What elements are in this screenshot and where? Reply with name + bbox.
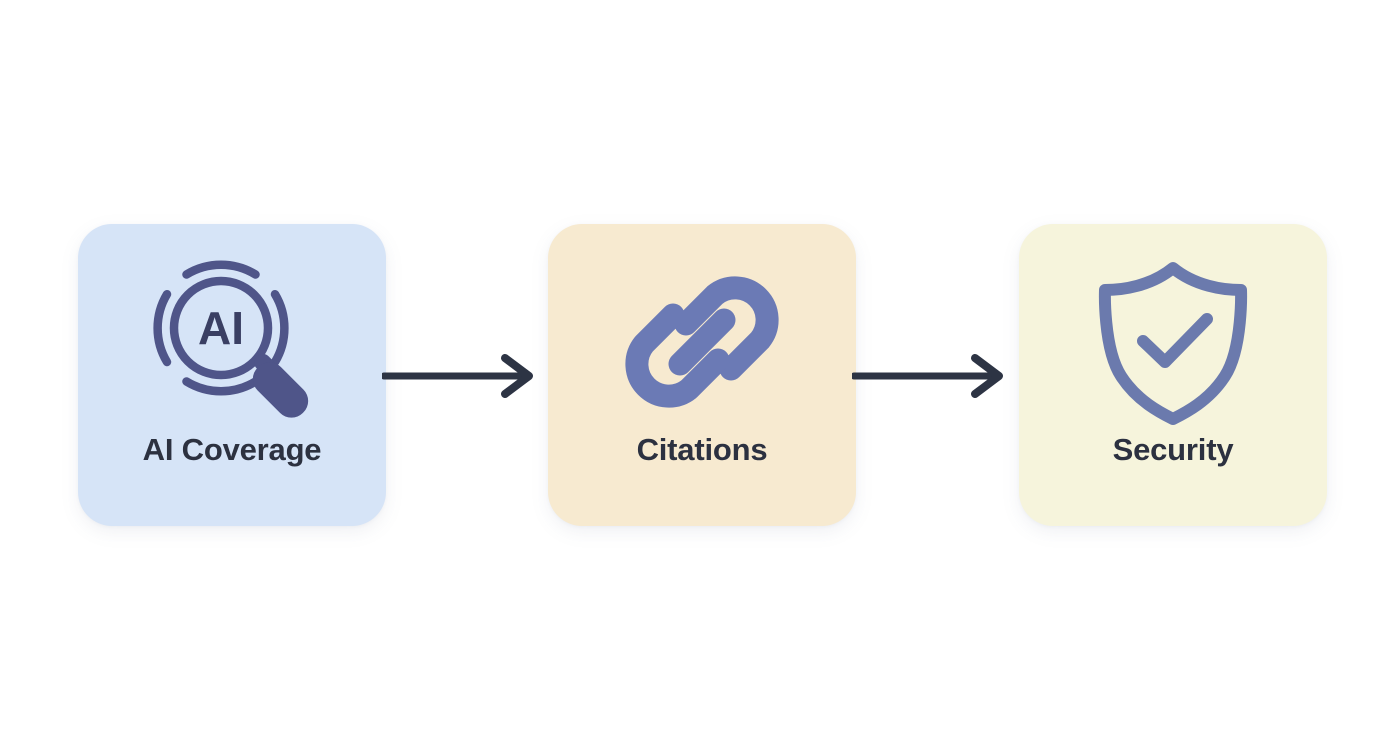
ai-magnifier-icon: AI — [153, 260, 309, 418]
flow-step-label-security: Security — [1112, 432, 1234, 467]
link-chain-icon — [625, 276, 779, 408]
connector-arrow-1 — [382, 354, 533, 398]
flow-step-citations[interactable]: Citations — [548, 224, 856, 526]
flow-step-label-citations: Citations — [636, 432, 768, 467]
shield-check-icon — [1098, 262, 1248, 425]
ai-badge-text: AI — [198, 302, 244, 354]
flow-step-ai-coverage[interactable]: AI AI Coverage — [78, 224, 386, 526]
flow-step-label-ai-coverage: AI Coverage — [142, 432, 322, 467]
flow-step-security[interactable]: Security — [1019, 224, 1327, 526]
connector-arrow-2 — [852, 354, 1003, 398]
